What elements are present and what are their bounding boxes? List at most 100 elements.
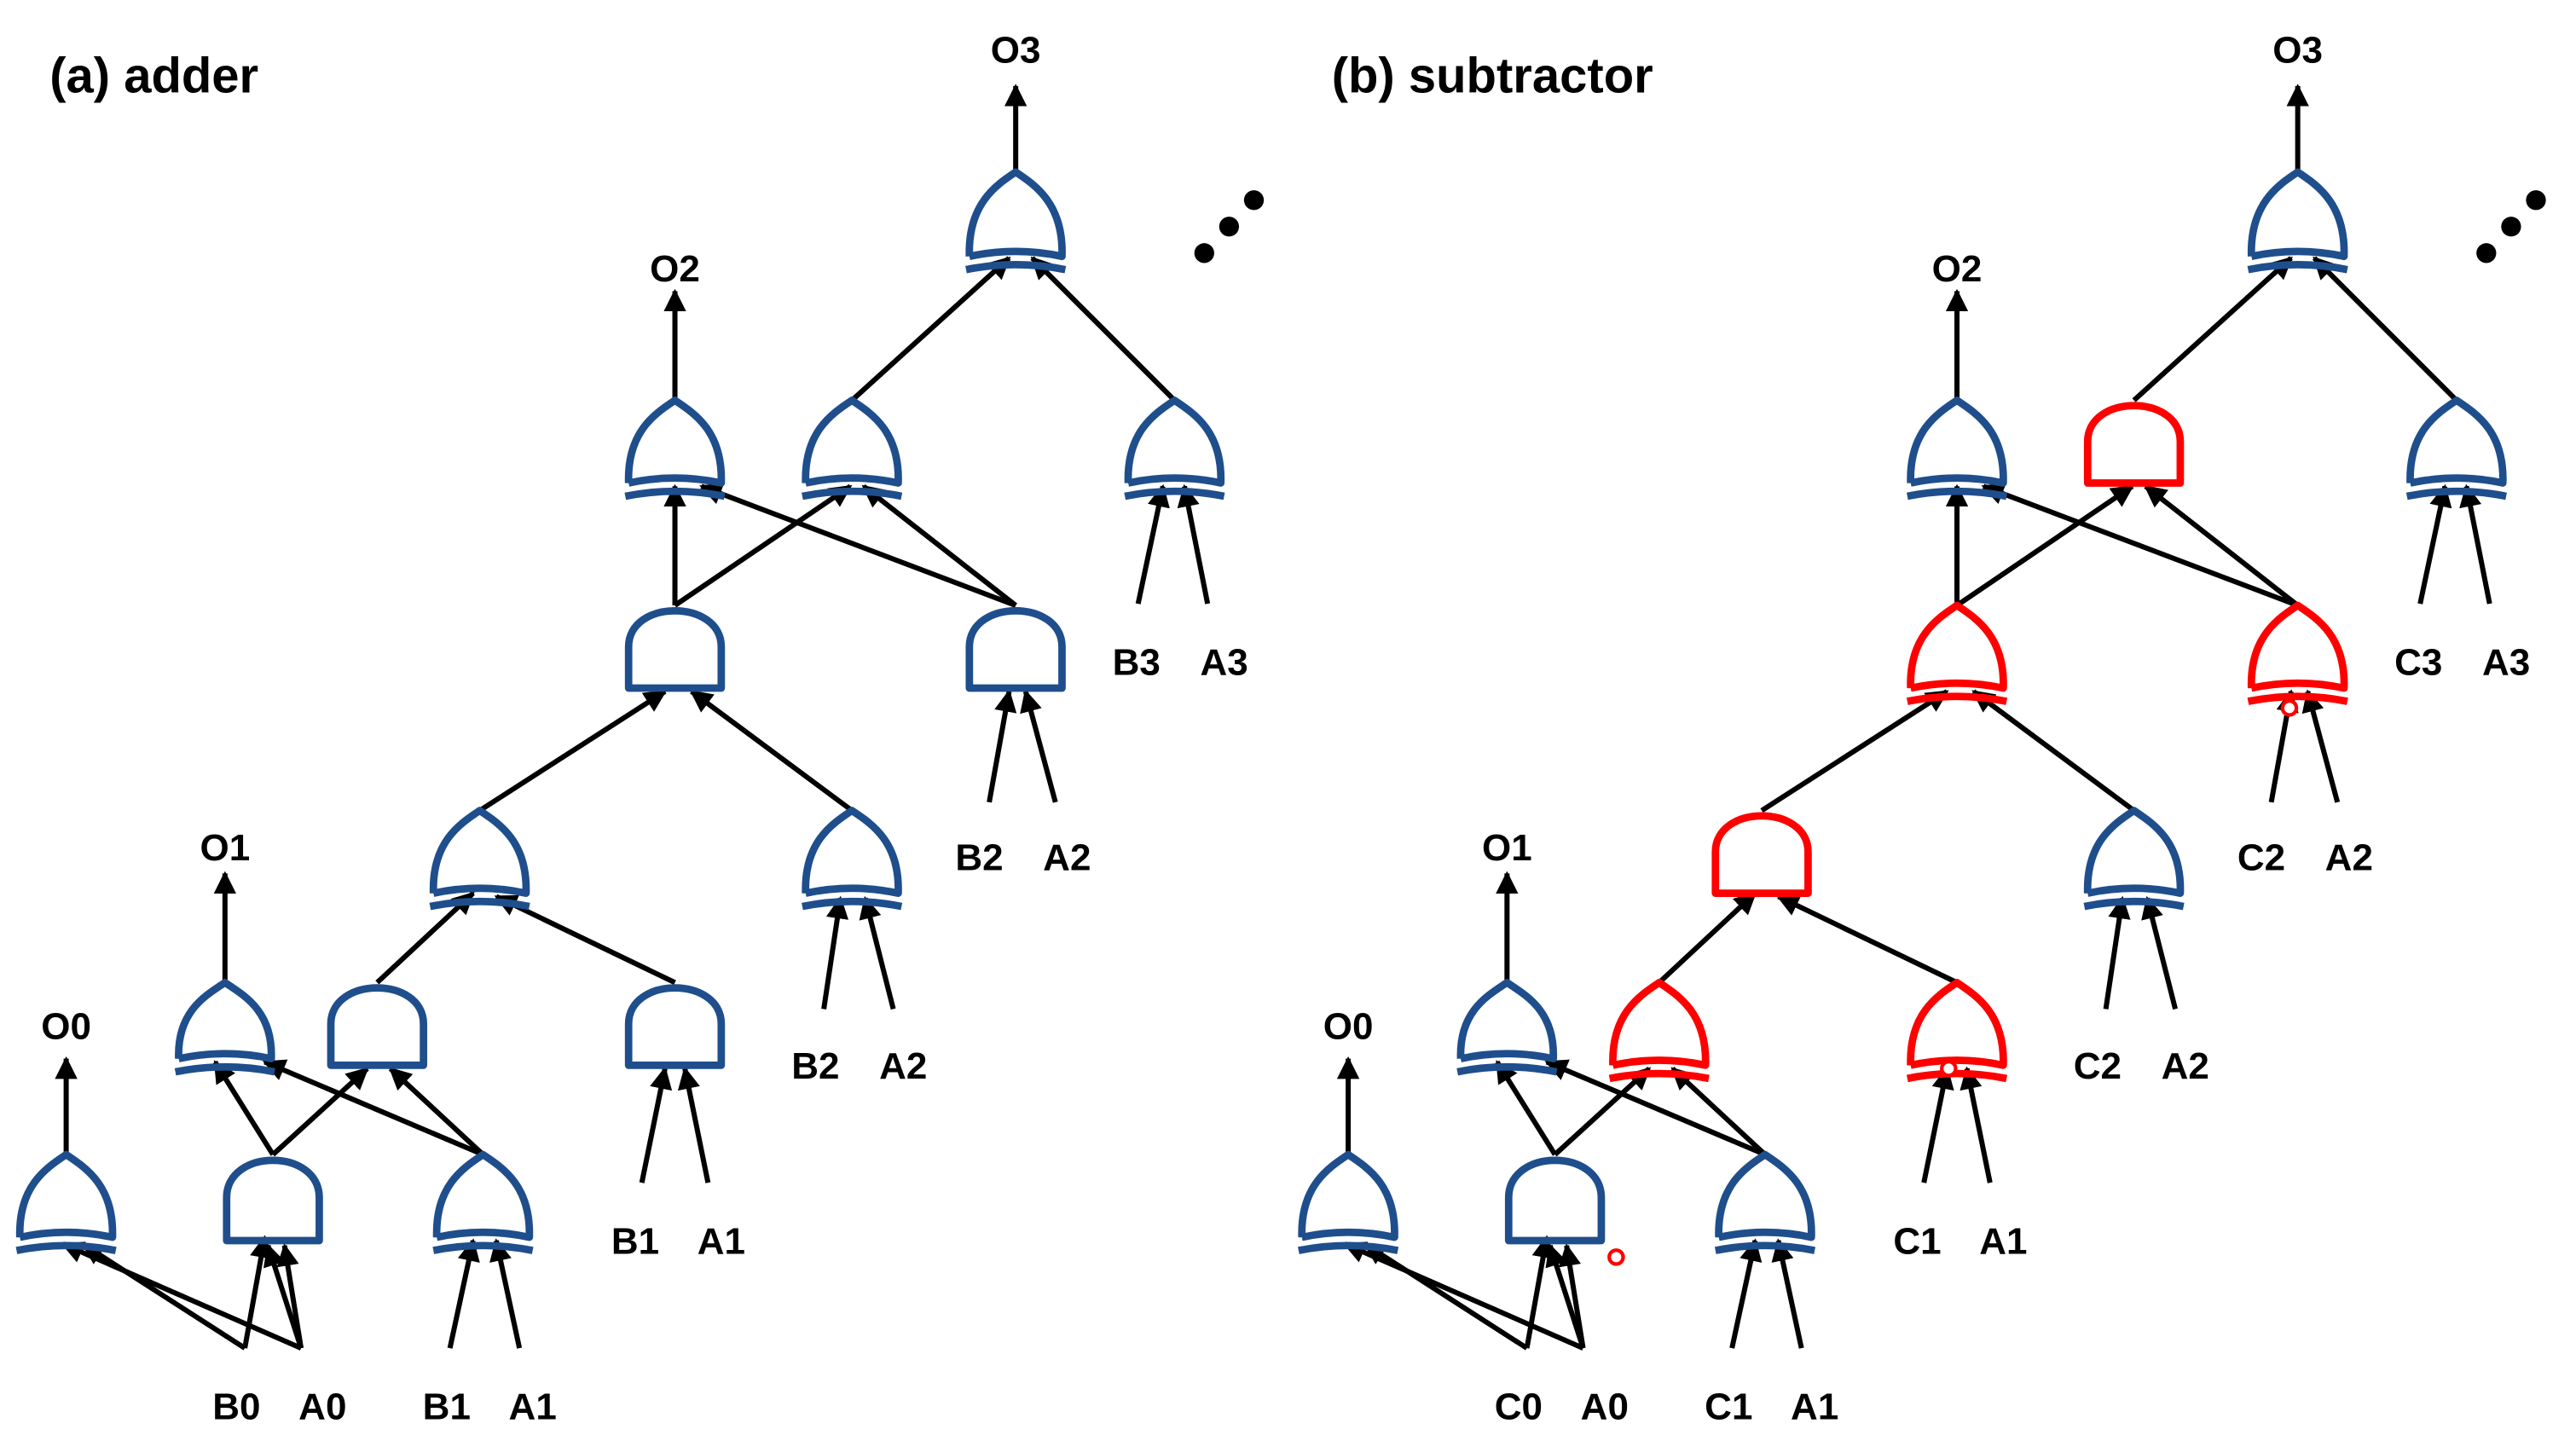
arrow-wire: [2103, 895, 2131, 1010]
input-label: C1: [1705, 1386, 1752, 1428]
xor-gate-icon: [432, 1150, 534, 1254]
arrow-wire: [1771, 1238, 1804, 1349]
arrow-wire: [1135, 483, 1170, 605]
xor-gate-icon: [1608, 978, 1710, 1083]
arrow-wire: [61, 1241, 303, 1351]
inverted-input-bubble-icon: [2280, 699, 2299, 717]
arrow-wire: [1342, 1241, 1584, 1351]
arrow-wire: [478, 689, 668, 813]
input-label: A1: [1979, 1221, 2027, 1263]
arrow-wire: [821, 895, 849, 1010]
output-label: O0: [41, 1005, 91, 1047]
input-label: A1: [1791, 1386, 1838, 1428]
xor-gate-icon: [1906, 601, 2008, 705]
xor-gate-icon: [429, 807, 530, 911]
and-gate-icon: [624, 984, 726, 1069]
input-label: C1: [1893, 1221, 1941, 1263]
xor-gate-icon: [1906, 978, 2008, 1083]
arrow-wire: [1363, 1241, 1529, 1351]
xor-gate-icon: [1714, 1150, 1816, 1254]
arrow-wire: [447, 1238, 480, 1349]
arrow-wire: [1670, 1067, 1768, 1157]
ellipsis-dots-icon: [1194, 190, 1265, 263]
arrow-wire: [2301, 689, 2341, 803]
arrow-wire: [1959, 1066, 1993, 1183]
arrow-wire: [2417, 483, 2452, 605]
input-label: C3: [2394, 642, 2442, 684]
arrow-wire: [1981, 483, 2299, 608]
and-gate-icon: [1711, 812, 1812, 897]
arrow-wire: [262, 1059, 484, 1157]
arrow-wire: [263, 1243, 304, 1350]
xor-gate-icon: [624, 396, 726, 501]
arrow-wire: [375, 891, 475, 985]
arrow-wire: [494, 894, 676, 986]
xor-gate-icon: [2083, 807, 2185, 911]
arrow-wire: [689, 689, 854, 813]
arrow-wire: [489, 1238, 523, 1349]
arrow-wire: [1544, 1059, 1767, 1157]
output-label: O1: [1482, 827, 1532, 869]
and-gate-icon: [327, 984, 428, 1069]
arrow-wire: [276, 1243, 304, 1349]
xor-gate-icon: [2247, 168, 2348, 274]
input-label: B1: [423, 1386, 471, 1428]
arrow-wire: [242, 1235, 273, 1349]
and-gate-icon: [2083, 402, 2185, 487]
gates-layer: [15, 168, 2507, 1266]
arrow-wire: [677, 1066, 711, 1183]
extras-layer: [1194, 190, 2546, 263]
xor-gate-icon: [15, 1150, 117, 1254]
xor-gate-icon: [965, 168, 1067, 274]
input-label: C2: [2237, 836, 2285, 878]
arrow-wire: [1524, 1235, 1554, 1349]
output-label: O3: [2272, 30, 2323, 72]
input-label: A1: [509, 1386, 557, 1428]
input-label: A2: [2162, 1045, 2209, 1087]
output-label: O2: [1932, 248, 1983, 290]
arrow-wire: [1776, 894, 1959, 986]
arrow-wire: [212, 1060, 275, 1156]
arrow-wire: [2144, 483, 2300, 608]
input-label: B3: [1113, 642, 1161, 684]
arrow-wire: [1729, 1238, 1763, 1349]
arrow-wire: [1921, 1066, 1954, 1183]
arrow-wire: [2312, 256, 2459, 402]
xor-gate-icon: [1456, 978, 1558, 1076]
and-gate-icon: [223, 1156, 323, 1245]
xor-gate-icon: [1124, 396, 1225, 501]
arrow-wire: [1020, 689, 1058, 803]
inverted-input-bubble-icon: [1607, 1248, 1625, 1266]
arrow-wire: [699, 483, 1017, 608]
output-label: O3: [991, 30, 1041, 72]
xor-gate-icon: [1298, 1150, 1399, 1254]
arrow-wire: [861, 483, 1018, 608]
panel-title: (a) adder: [49, 49, 258, 104]
arrow-wire: [1177, 483, 1211, 605]
arrow-wire: [1760, 689, 1949, 813]
arrow-wire: [1545, 1243, 1586, 1350]
and-gate-icon: [965, 607, 1066, 692]
input-label: C0: [1495, 1386, 1543, 1428]
input-label: A1: [698, 1221, 745, 1263]
input-label: B1: [611, 1221, 659, 1263]
input-label: A2: [879, 1045, 927, 1087]
input-label: B2: [791, 1045, 839, 1087]
wires-layer: [55, 84, 2492, 1351]
arrow-wire: [1657, 891, 1757, 985]
arrow-wire: [1971, 689, 2136, 813]
arrow-wire: [1030, 256, 1177, 402]
arrow-wire: [987, 689, 1017, 803]
input-label: A2: [1043, 836, 1091, 878]
xor-gate-icon: [1906, 396, 2008, 501]
input-label: A0: [298, 1386, 346, 1428]
arrow-wire: [850, 256, 1011, 402]
and-gate-icon: [624, 607, 726, 692]
xor-gate-icon: [2405, 396, 2507, 501]
arrow-wire: [639, 1066, 673, 1183]
input-label: A3: [2482, 642, 2530, 684]
arrow-wire: [1553, 1067, 1652, 1157]
input-label: C2: [2074, 1045, 2122, 1087]
